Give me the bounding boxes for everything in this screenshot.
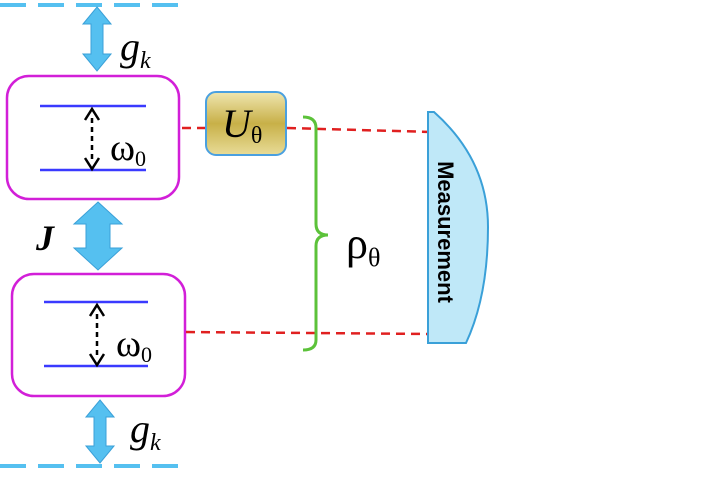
- coupling-label-bottom: gk: [130, 406, 161, 456]
- measurement-label: Measurement: [433, 161, 458, 304]
- measurement-device: [427, 111, 490, 344]
- state-label: ρθ: [346, 219, 380, 272]
- signal-line-bottom: [185, 330, 431, 336]
- signal-line-top: [286, 126, 433, 134]
- coupling-arrow-top: [81, 6, 113, 72]
- frequency-label-bottom: ω0: [116, 323, 152, 367]
- qubit-box-bottom: [10, 272, 187, 398]
- unitary-label: Uθ: [222, 101, 262, 149]
- transition-arrow-top: [83, 106, 101, 172]
- frequency-label-top: ω0: [110, 127, 146, 171]
- transition-arrow-bottom: [88, 302, 106, 368]
- coupling-arrow-bottom: [84, 399, 116, 464]
- unitary-box: [205, 91, 287, 156]
- interaction-arrow: [72, 201, 124, 271]
- qubit-box-top: [5, 74, 181, 201]
- coupling-label-top: gk: [120, 24, 151, 74]
- interaction-label: J: [35, 218, 55, 258]
- state-bracket: [302, 115, 329, 352]
